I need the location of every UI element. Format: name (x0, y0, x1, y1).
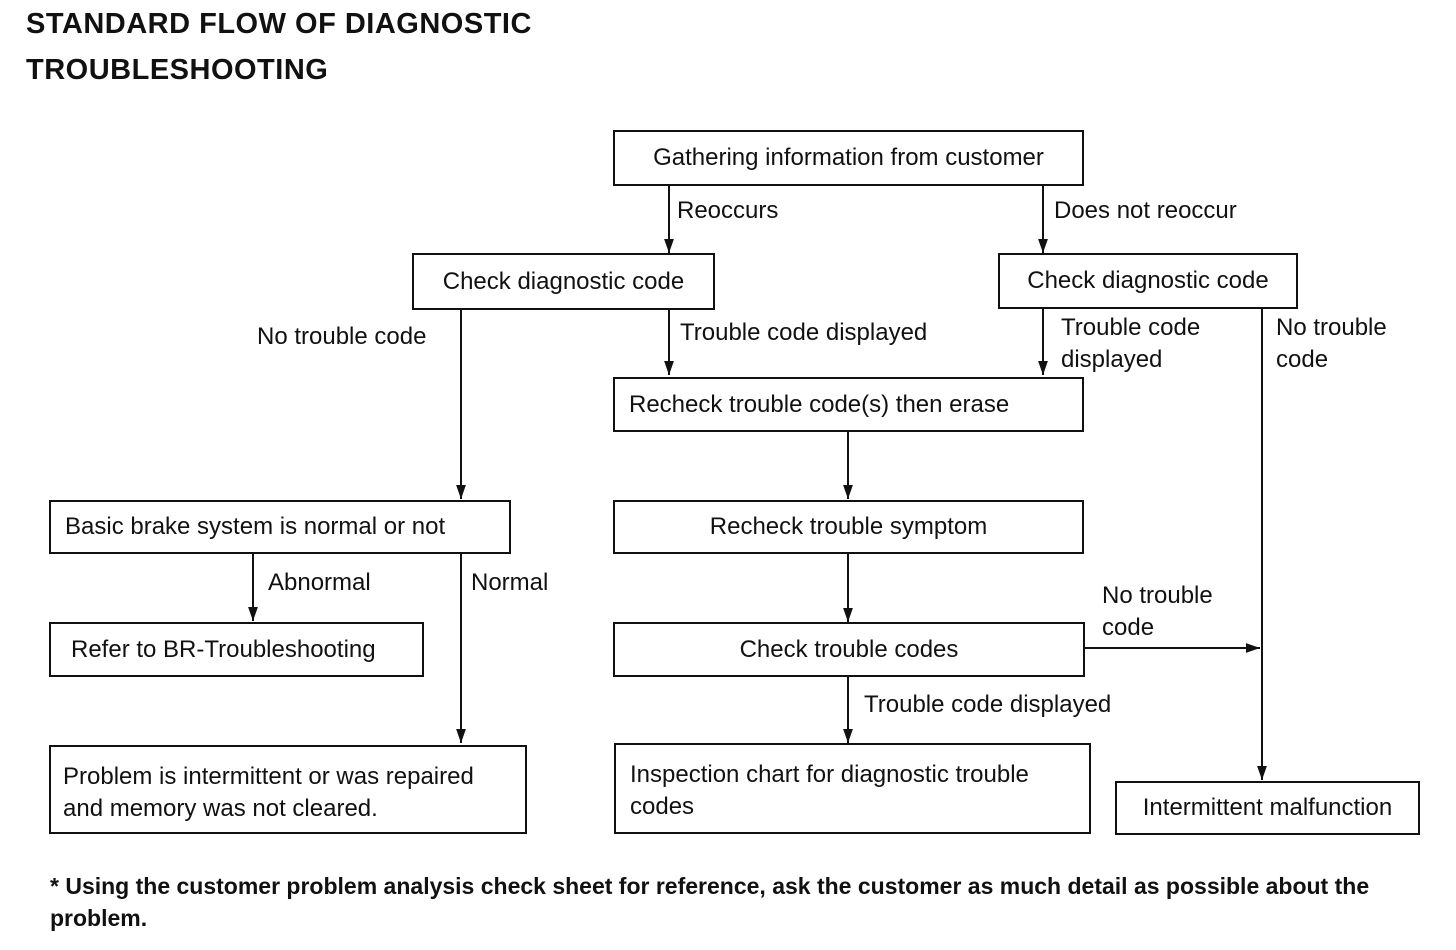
node-check-diagnostic-code-left: Check diagnostic code (412, 253, 715, 310)
label-abnormal: Abnormal (268, 569, 371, 596)
node-inspection-chart: Inspection chart for diagnostic trouble … (614, 743, 1091, 834)
node-basic-brake-system: Basic brake system is normal or not (49, 500, 511, 554)
label-no-trouble-code-left: No trouble code (257, 323, 427, 350)
node-gathering-information: Gathering information from customer (613, 130, 1084, 186)
label-no-trouble-code-lower: No trouble code (1102, 582, 1213, 641)
label-reoccurs: Reoccurs (677, 197, 779, 224)
label-trouble-code-displayed-mid: Trouble code displayed (680, 319, 928, 346)
node-check-diagnostic-code-right: Check diagnostic code (998, 253, 1298, 309)
node-intermittent-malfunction: Intermittent malfunction (1115, 781, 1420, 835)
label-trouble-code-displayed-bottom: Trouble code displayed (864, 691, 1112, 718)
node-recheck-trouble-symptom: Recheck trouble symptom (613, 500, 1084, 554)
node-recheck-trouble-codes-erase: Recheck trouble code(s) then erase (613, 377, 1084, 432)
page-title-line2: TROUBLESHOOTING (26, 54, 329, 86)
label-trouble-code-displayed-right: Trouble code displayed (1061, 314, 1201, 373)
label-does-not-reoccur: Does not reoccur (1054, 197, 1237, 224)
node-check-trouble-codes: Check trouble codes (613, 622, 1085, 677)
label-normal: Normal (471, 569, 549, 596)
label-no-trouble-code-right: No trouble code (1276, 314, 1387, 373)
page-title-line1: STANDARD FLOW OF DIAGNOSTIC (26, 8, 532, 40)
footnote: * Using the customer problem analysis ch… (50, 873, 1370, 931)
node-refer-br-troubleshooting: Refer to BR-Troubleshooting (49, 622, 424, 677)
node-problem-intermittent: Problem is intermittent or was repaired … (49, 745, 527, 834)
